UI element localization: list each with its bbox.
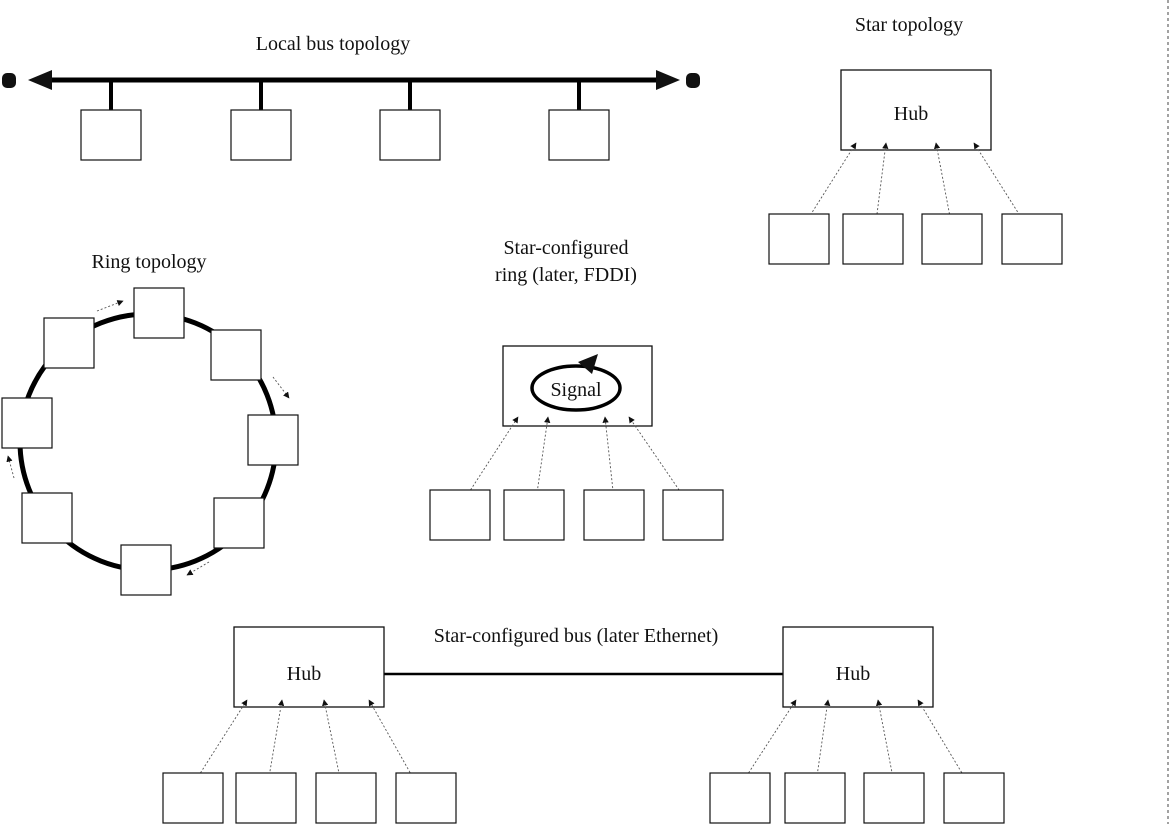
star-bus-title: Star-configured bus (later Ethernet) <box>434 625 718 647</box>
star-bus-link <box>813 699 831 784</box>
star-ring-title-line2: ring (later, FDDI) <box>495 264 637 286</box>
bus-right-arrow <box>656 70 680 90</box>
star-ring-link <box>602 416 617 501</box>
star-ring-hub <box>502 345 653 427</box>
ring-node <box>247 414 299 466</box>
star-bus-link <box>875 699 897 784</box>
bus-left-arrow <box>28 70 52 90</box>
star-bus-hub-left <box>233 626 385 708</box>
star-bus-topology: Star-configured bus (later Ethernet) Hub… <box>162 625 1005 824</box>
bus-topology: Local bus topology <box>2 33 700 161</box>
star-bus-hub-left-label: Hub <box>287 663 321 685</box>
ring-node <box>1 397 53 449</box>
star-ring-title-line1: Star-configured <box>503 237 628 259</box>
star-node <box>842 213 904 265</box>
signal-ring-arrowhead <box>578 354 598 374</box>
star-bus-node <box>235 772 297 824</box>
star-bus-node <box>709 772 771 824</box>
star-topology: Star topology Hub <box>768 14 1063 265</box>
star-bus-node <box>395 772 457 824</box>
star-ring-node <box>583 489 645 541</box>
star-ring-link <box>463 416 519 501</box>
ring-node <box>21 492 73 544</box>
ring-topology: Ring topology <box>1 251 299 596</box>
star-ring-node <box>503 489 565 541</box>
star-bus-node <box>943 772 1005 824</box>
star-hub-label: Hub <box>894 103 928 125</box>
star-hub <box>840 69 992 151</box>
star-bus-hub-right <box>782 626 934 708</box>
star-ring-node <box>429 489 491 541</box>
star-node <box>768 213 830 265</box>
star-bus-link <box>322 699 343 784</box>
star-bus-link <box>741 699 797 784</box>
star-bus-hub-right-label: Hub <box>836 663 870 685</box>
star-bus-node <box>784 772 846 824</box>
star-node <box>1001 213 1063 265</box>
ring-flow-arrow <box>186 561 210 576</box>
star-node <box>921 213 983 265</box>
bus-node <box>230 109 292 161</box>
star-link <box>933 142 954 223</box>
star-link <box>973 142 1025 223</box>
star-topology-title: Star topology <box>855 14 963 36</box>
signal-label: Signal <box>550 379 602 401</box>
bus-topology-title: Local bus topology <box>256 33 410 55</box>
ring-topology-title: Ring topology <box>91 251 206 273</box>
star-link <box>873 142 889 223</box>
ring-node <box>213 497 265 549</box>
ring-flow-arrow <box>272 376 290 399</box>
star-ring-link <box>628 416 687 501</box>
bus-node <box>548 109 610 161</box>
bus-left-terminator <box>2 73 16 88</box>
star-bus-link <box>368 699 417 784</box>
ring-node <box>210 329 262 381</box>
bus-node <box>379 109 441 161</box>
star-bus-node <box>162 772 224 824</box>
star-bus-node <box>315 772 377 824</box>
ring-node <box>133 287 185 339</box>
star-bus-link <box>265 699 285 784</box>
star-ring-link <box>533 416 551 501</box>
star-link <box>805 142 857 223</box>
star-bus-node <box>863 772 925 824</box>
star-ring-topology: Star-configured ring (later, FDDI) Signa… <box>429 237 724 541</box>
star-bus-link <box>917 699 969 784</box>
star-ring-node <box>662 489 724 541</box>
ring-flow-arrow <box>96 300 124 312</box>
ring-flow-arrow <box>6 455 15 479</box>
star-bus-link <box>193 699 248 784</box>
signal-ring <box>530 364 622 412</box>
ring-node <box>43 317 95 369</box>
bus-node <box>80 109 142 161</box>
bus-right-terminator <box>686 73 700 88</box>
ring-node <box>120 544 172 596</box>
